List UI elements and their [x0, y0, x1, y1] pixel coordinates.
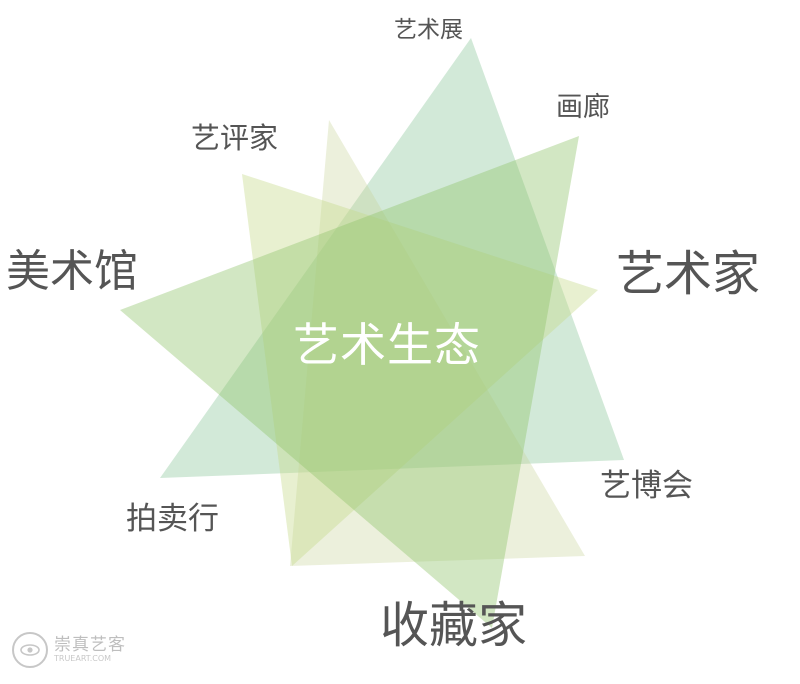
label-art-exhibition: 艺术展: [394, 17, 463, 43]
triangle-artist: [242, 174, 598, 566]
watermark: 崇真艺客 TRUEART.COM: [12, 632, 126, 668]
label-art-critic: 艺评家: [191, 121, 279, 155]
triangle-art-critic: [290, 120, 585, 566]
label-art-museum: 美术馆: [6, 246, 138, 297]
label-collector: 收藏家: [380, 597, 528, 654]
label-art-fair: 艺博会: [600, 468, 693, 504]
label-artist: 艺术家: [616, 246, 761, 302]
watermark-text: 崇真艺客 TRUEART.COM: [54, 634, 126, 663]
triangle-art-exhibition: [160, 38, 624, 478]
watermark-text-cn: 崇真艺客: [54, 634, 126, 655]
center-title: 艺术生态: [293, 318, 481, 372]
watermark-text-en: TRUEART.COM: [54, 653, 112, 663]
triangle-gallery: [120, 136, 579, 628]
eye-icon: [20, 644, 40, 656]
label-gallery: 画廊: [556, 92, 610, 123]
label-auction-house: 拍卖行: [126, 501, 219, 537]
watermark-logo-icon: [12, 632, 48, 668]
